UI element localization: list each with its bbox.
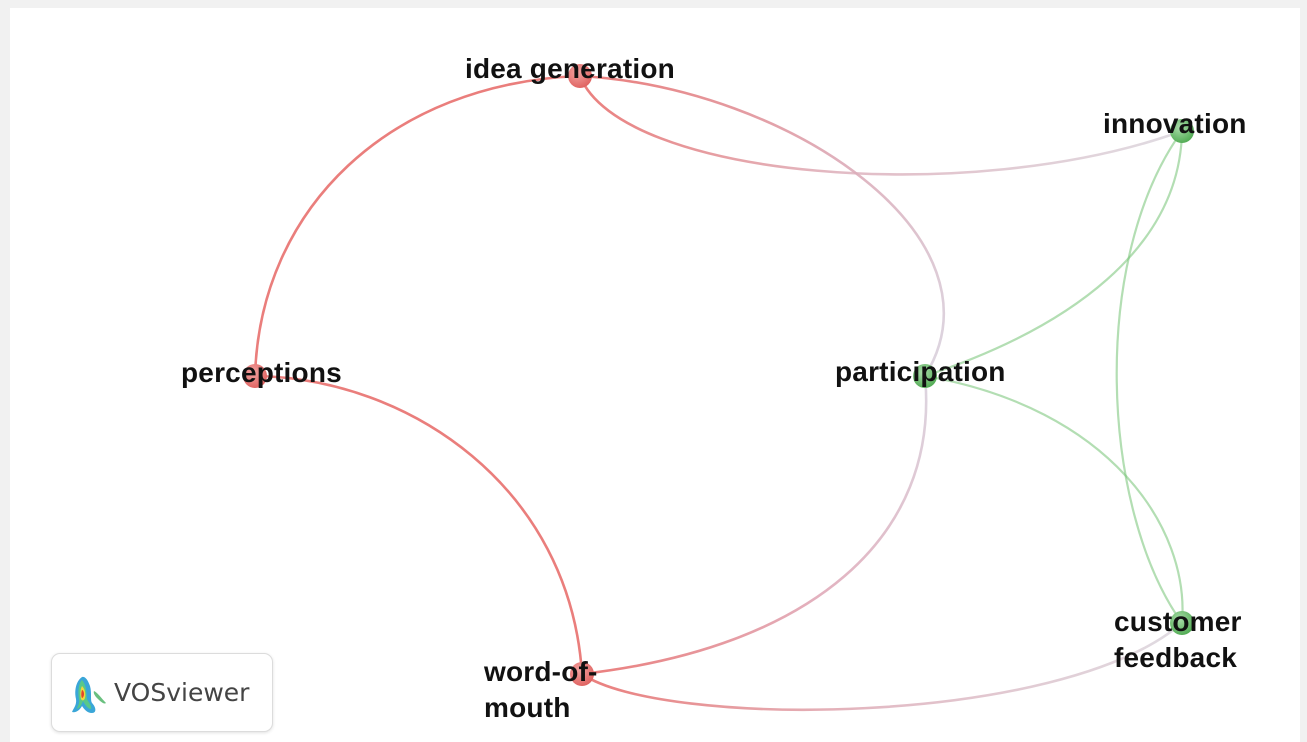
link-word-of-mouth-customer-feedback (581, 622, 1183, 711)
node-label-perceptions: perceptions (181, 357, 342, 388)
node-idea-generation[interactable] (568, 64, 592, 88)
node-customer-feedback[interactable] (1170, 611, 1194, 635)
node-label-innovation: innovation (1103, 108, 1247, 139)
node-label-customer-feedback: customer feedback (1114, 604, 1274, 676)
network-graph (243, 64, 1194, 711)
node-word-of-mouth[interactable] (570, 662, 594, 686)
vosviewer-logo-icon (72, 676, 106, 713)
link-participation-customer-feedback (924, 374, 1184, 624)
node-label-idea-generation: idea generation (465, 53, 675, 84)
link-idea-generation-innovation (578, 75, 1183, 176)
link-perceptions-word-of-mouth (254, 374, 584, 675)
node-label-word-of-mouth-line2: mouth (484, 692, 571, 723)
link-idea-generation-participation (579, 74, 946, 377)
link-participation-word-of-mouth (581, 375, 928, 676)
network-canvas: idea generation innovation perceptions p… (10, 8, 1300, 742)
link-innovation-customer-feedback (1115, 130, 1183, 624)
node-label-word-of-mouth-line1: word-of- (484, 656, 598, 687)
link-idea-generation-perceptions (253, 74, 581, 377)
vosviewer-logo: VOSviewer (51, 653, 273, 732)
node-participation[interactable] (913, 364, 937, 388)
node-perceptions[interactable] (243, 364, 267, 388)
vosviewer-logo-text: VOSviewer (114, 678, 250, 707)
node-label-customer-feedback-line2: feedback (1114, 642, 1237, 673)
link-participation-innovation (924, 130, 1184, 378)
node-label-participation: participation (835, 356, 1006, 387)
node-label-word-of-mouth: word-of- mouth (484, 654, 644, 726)
node-innovation[interactable] (1170, 119, 1194, 143)
node-label-customer-feedback-line1: customer (1114, 606, 1242, 637)
